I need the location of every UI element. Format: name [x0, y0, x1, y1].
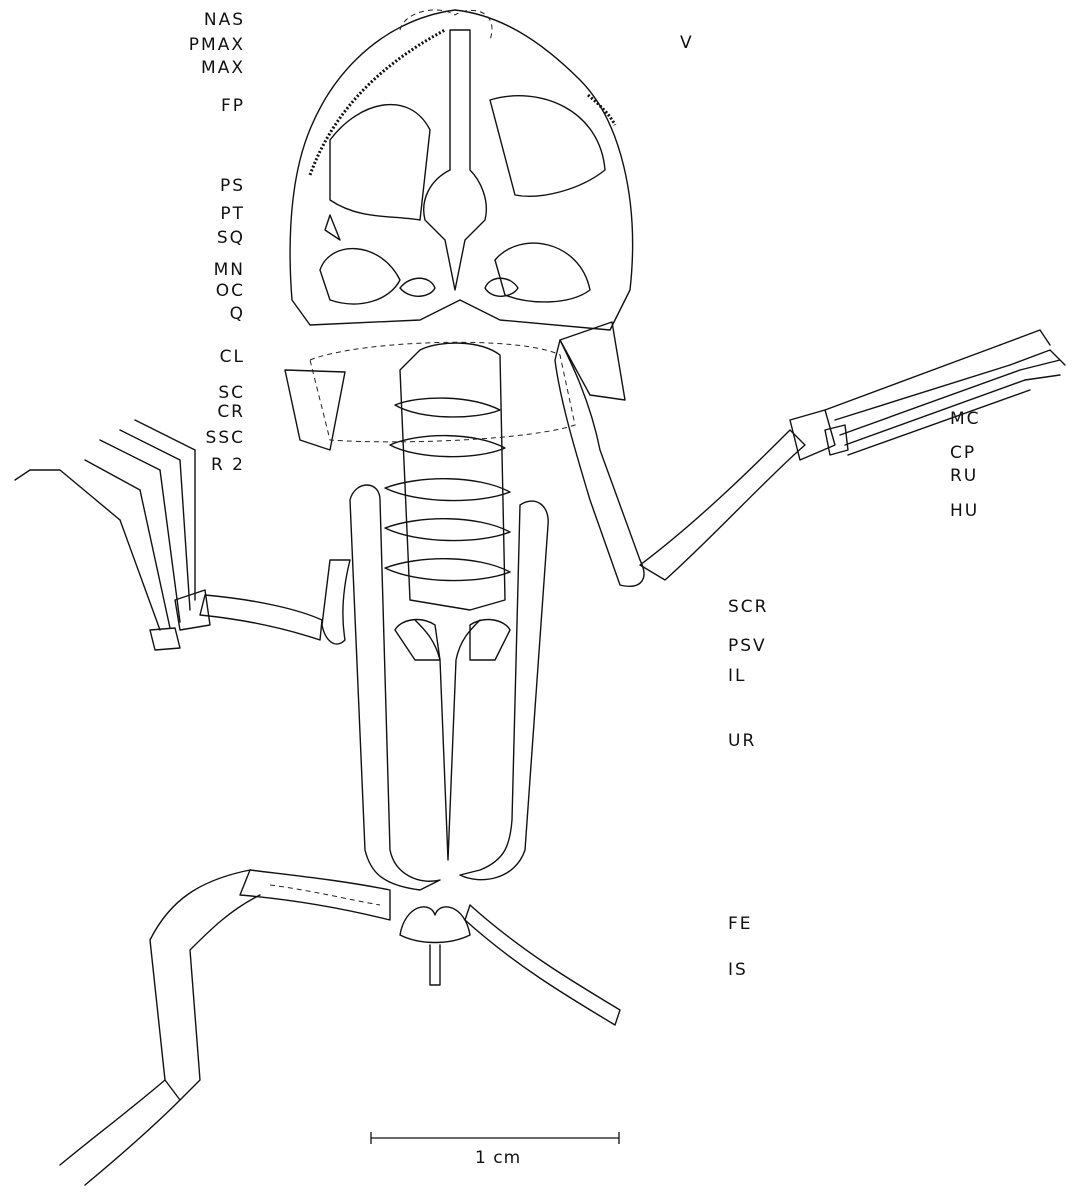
label-r2: R 2: [125, 457, 245, 474]
left-metacarpals: [120, 450, 195, 630]
right-orbit: [490, 96, 605, 197]
label-mn: MN: [125, 262, 245, 279]
left-ilium: [350, 485, 440, 890]
parasphenoid: [424, 30, 487, 290]
label-cl: CL: [125, 349, 245, 366]
label-il: IL: [728, 668, 747, 685]
label-oc: OC: [125, 283, 245, 300]
label-pt: PT: [125, 206, 245, 223]
left-radioulna: [200, 595, 322, 640]
right-humerus: [555, 340, 644, 586]
label-cr: CR: [125, 404, 245, 421]
label-sc: SC: [125, 385, 245, 402]
vertebra-5: [385, 559, 510, 581]
left-tibiofibula: [150, 870, 260, 1100]
scale-bar-label: 1 cm: [475, 1150, 521, 1167]
maxillary-teeth-right: [588, 95, 615, 125]
vertebra-4: [385, 519, 510, 541]
label-ssc: SSC: [125, 430, 245, 447]
label-ur: UR: [728, 733, 756, 750]
label-mc: MC: [950, 411, 981, 428]
label-is: IS: [728, 962, 748, 979]
vertebra-1: [395, 398, 500, 417]
pterygoid-left: [325, 215, 340, 240]
sacral-processes: [395, 620, 510, 660]
label-q: Q: [125, 306, 245, 323]
label-cp: CP: [950, 445, 976, 462]
label-fp: FP: [125, 98, 245, 115]
right-metacarpals: [825, 345, 1030, 455]
left-orbit: [330, 105, 430, 220]
label-psv: PSV: [728, 638, 767, 655]
skull-outline: [290, 10, 632, 330]
left-foot: [60, 1080, 180, 1185]
label-sq: SQ: [125, 230, 245, 247]
label-nas: NAS: [125, 12, 245, 29]
left-humerus: [322, 560, 350, 644]
label-hu: HU: [950, 503, 979, 520]
left-femur: [240, 870, 390, 920]
label-fe: FE: [728, 916, 753, 933]
scale-bar: [365, 1130, 630, 1146]
left-otic: [320, 249, 400, 304]
vertebra-3: [385, 479, 510, 501]
right-phalanges: [1000, 330, 1065, 380]
right-otic: [495, 243, 590, 302]
label-max: MAX: [125, 60, 245, 77]
pectoral-girdle-outline: [310, 342, 575, 442]
right-radioulna: [640, 430, 805, 580]
label-ru: RU: [950, 468, 978, 485]
vertebra-2: [390, 436, 505, 457]
ischium: [400, 907, 470, 985]
label-scr: SCR: [728, 599, 768, 616]
label-pmax: PMAX: [125, 37, 245, 54]
left-femur-inner: [270, 885, 380, 905]
label-ps: PS: [125, 178, 245, 195]
right-femur: [465, 905, 620, 1025]
label-v: V: [680, 35, 694, 52]
vertebral-column: [400, 343, 505, 610]
